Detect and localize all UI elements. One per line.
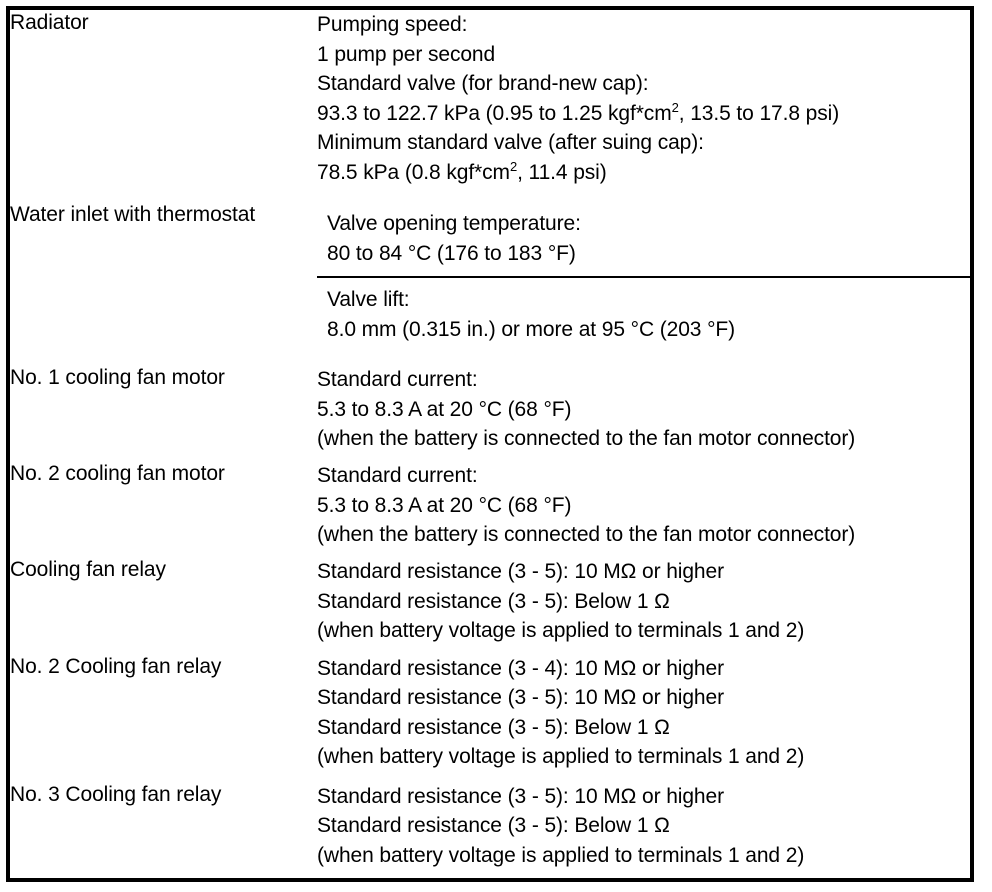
- spec-line: 78.5 kPa (0.8 kgf*cm2, 11.4 psi): [317, 158, 607, 184]
- spec-line: Pumping speed:: [317, 13, 468, 36]
- spec-line: Standard resistance (3 - 4): 10 MΩ or hi…: [317, 656, 724, 680]
- spec-line: Standard resistance (3 - 5): Below 1 Ω: [317, 814, 670, 838]
- spec-line: 8.0 mm (0.315 in.) or more at 95 °C (203…: [327, 317, 736, 341]
- component-name-no2-cooling-fan-relay: No. 2 Cooling fan relay: [10, 654, 222, 678]
- spec-line: Standard current:: [317, 368, 478, 392]
- component-name-water-inlet-thermostat: Water inlet with thermostat: [10, 203, 256, 227]
- component-spec-no2-cooling-fan-motor: Standard current: 5.3 to 8.3 A at 20 °C (…: [317, 461, 972, 557]
- table-row-no2-cooling-fan-relay: No. 2 Cooling fan relay Standard resista…: [8, 654, 972, 782]
- thermostat-subtable: Valve opening temperature: 80 to 84 °C (1…: [317, 202, 970, 352]
- spec-line: 1 pump per second: [317, 42, 496, 66]
- component-spec-no2-cooling-fan-relay: Standard resistance (3 - 4): 10 MΩ or hi…: [317, 654, 972, 782]
- superscript: 2: [671, 99, 679, 115]
- specification-table: Radiator Pumping speed: 1 pump per second…: [6, 6, 974, 882]
- spec-line: Standard resistance (3 - 5): 10 MΩ or hi…: [317, 686, 724, 710]
- spec-line: Standard resistance (3 - 5): Below 1 Ω: [317, 715, 670, 739]
- component-name-no1-cooling-fan-motor: No. 1 cooling fan motor: [10, 366, 225, 390]
- table-row-cooling-fan-relay: Cooling fan relay Standard resistance (3…: [8, 557, 972, 653]
- table-row-no3-cooling-fan-relay: No. 3 Cooling fan relay Standard resista…: [8, 782, 972, 880]
- spec-line: 80 to 84 °C (176 to 183 °F): [327, 241, 576, 265]
- spec-line: Minimum standard valve (after suing cap)…: [317, 131, 704, 154]
- component-name-no3-cooling-fan-relay: No. 3 Cooling fan relay: [10, 782, 222, 806]
- spec-line: (when battery voltage is applied to term…: [317, 843, 805, 867]
- component-name-cooling-fan-relay: Cooling fan relay: [10, 558, 166, 582]
- spec-line: Valve opening temperature:: [327, 212, 581, 236]
- spec-line: (when the battery is connected to the fa…: [317, 427, 856, 451]
- specification-table-container: Radiator Pumping speed: 1 pump per second…: [6, 6, 974, 882]
- component-spec-cooling-fan-relay: Standard resistance (3 - 5): 10 MΩ or hi…: [317, 557, 972, 653]
- table-body: Radiator Pumping speed: 1 pump per second…: [8, 8, 972, 880]
- spec-line: (when battery voltage is applied to term…: [317, 745, 805, 769]
- table-row-radiator: Radiator Pumping speed: 1 pump per second…: [8, 8, 972, 202]
- spec-line: 93.3 to 122.7 kPa (0.95 to 1.25 kgf*cm2,…: [317, 99, 840, 125]
- spec-valve-lift: Valve lift: 8.0 mm (0.315 in.) or more at…: [317, 277, 970, 352]
- subrow-valve-opening-temperature: Valve opening temperature: 80 to 84 °C (1…: [317, 202, 970, 279]
- spec-line: Valve lift:: [327, 288, 410, 312]
- spec-line: 5.3 to 8.3 A at 20 °C (68 °F): [317, 397, 572, 421]
- spec-line: (when battery voltage is applied to term…: [317, 619, 805, 643]
- table-row-water-inlet-thermostat: Water inlet with thermostat Valve openin…: [8, 202, 972, 365]
- spec-line: Standard current:: [317, 464, 478, 488]
- component-spec-no3-cooling-fan-relay: Standard resistance (3 - 5): 10 MΩ or hi…: [317, 782, 972, 880]
- superscript: 2: [509, 158, 518, 174]
- spec-line: 5.3 to 8.3 A at 20 °C (68 °F): [317, 493, 572, 517]
- component-name-no2-cooling-fan-motor: No. 2 cooling fan motor: [10, 462, 225, 486]
- subrow-valve-lift: Valve lift: 8.0 mm (0.315 in.) or more at…: [317, 277, 970, 352]
- spec-line: Standard resistance (3 - 5): Below 1 Ω: [317, 589, 670, 613]
- component-spec-no1-cooling-fan-motor: Standard current: 5.3 to 8.3 A at 20 °C (…: [317, 365, 972, 461]
- spec-line: Standard valve (for brand-new cap):: [317, 72, 649, 95]
- spec-line: Standard resistance (3 - 5): 10 MΩ or hi…: [317, 560, 724, 584]
- component-spec-water-inlet-thermostat: Valve opening temperature: 80 to 84 °C (1…: [317, 202, 972, 365]
- spec-line: (when the battery is connected to the fa…: [317, 523, 856, 547]
- table-row-no2-cooling-fan-motor: No. 2 cooling fan motor Standard current…: [8, 461, 972, 557]
- spec-valve-opening-temperature: Valve opening temperature: 80 to 84 °C (1…: [317, 202, 970, 279]
- component-name-radiator: Radiator: [10, 11, 89, 34]
- table-row-no1-cooling-fan-motor: No. 1 cooling fan motor Standard current…: [8, 365, 972, 461]
- spec-line: Standard resistance (3 - 5): 10 MΩ or hi…: [317, 784, 724, 808]
